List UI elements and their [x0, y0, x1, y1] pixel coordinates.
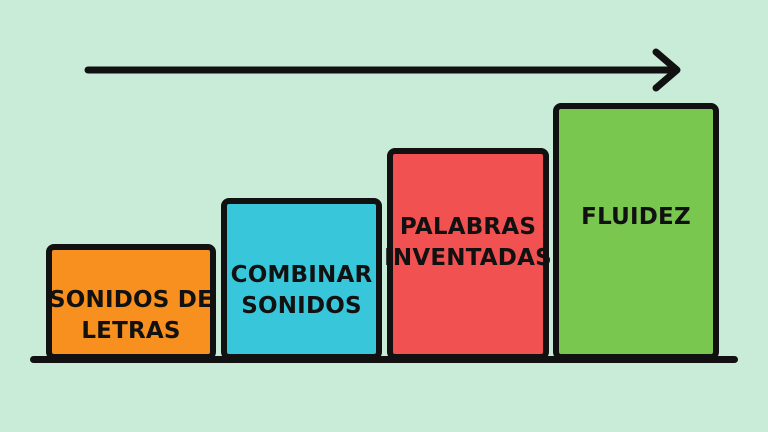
- step-fluidez: FLUIDEZ: [553, 103, 719, 360]
- baseline: [30, 356, 738, 363]
- step-label: FLUIDEZ: [581, 204, 691, 230]
